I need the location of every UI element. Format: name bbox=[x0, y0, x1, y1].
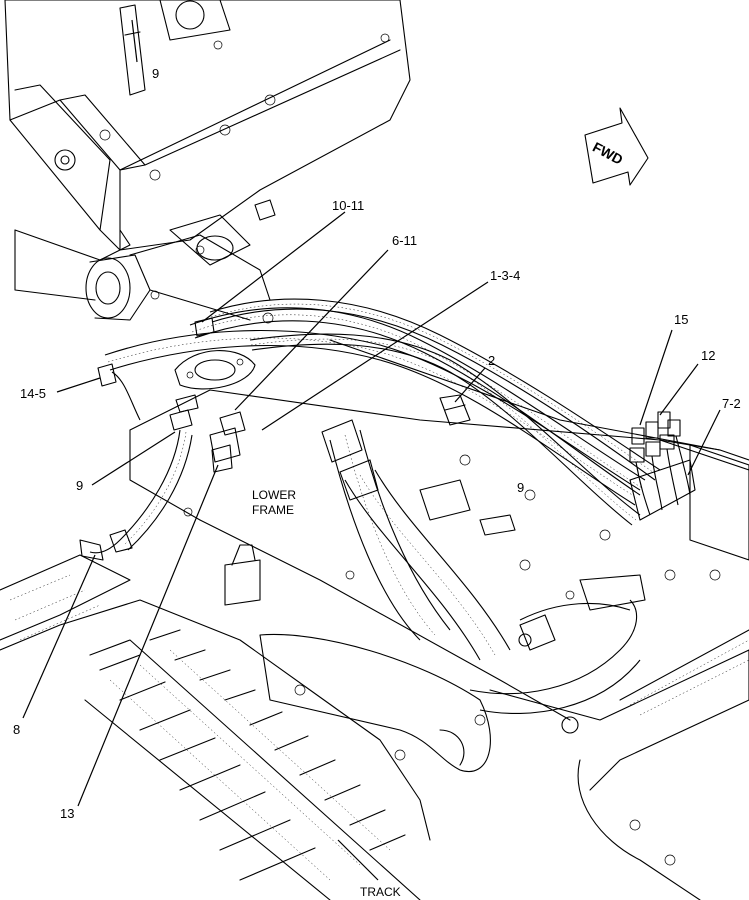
track-label: TRACK bbox=[360, 885, 401, 899]
leader-lines bbox=[22, 19, 721, 881]
callout-7-2: 7-2 bbox=[722, 396, 741, 411]
right-lower-structure bbox=[489, 629, 749, 900]
area-labels: LOWER FRAME TRACK bbox=[252, 488, 401, 899]
callout-9-top: 9 bbox=[152, 66, 159, 81]
valve-block bbox=[174, 317, 256, 473]
lower-frame-plate bbox=[129, 312, 749, 721]
callout-9-left: 9 bbox=[76, 478, 83, 493]
callout-1-3-4: 1-3-4 bbox=[490, 268, 520, 283]
track bbox=[0, 554, 431, 900]
callout-9-mid: 9 bbox=[517, 480, 524, 495]
hose-clamp bbox=[439, 394, 471, 426]
callout-6-11: 6-11 bbox=[392, 233, 417, 248]
callout-2: 2 bbox=[488, 353, 495, 368]
callout-13: 13 bbox=[60, 806, 74, 821]
forward-arrow-icon: FWD bbox=[584, 107, 649, 186]
callout-10-11: 10-11 bbox=[332, 198, 364, 213]
callout-8: 8 bbox=[13, 722, 20, 737]
callout-12: 12 bbox=[701, 348, 715, 363]
right-fittings bbox=[629, 411, 691, 516]
callout-15: 15 bbox=[674, 312, 688, 327]
left-hose-run bbox=[79, 363, 199, 561]
upper-frame-structure bbox=[4, 0, 411, 301]
lower-frame-label-line2: FRAME bbox=[252, 503, 294, 517]
lower-frame-label-line1: LOWER bbox=[252, 488, 296, 502]
large-hose-assembly bbox=[321, 419, 646, 715]
callout-14-5: 14-5 bbox=[20, 386, 46, 401]
roller-frame-arm bbox=[259, 633, 579, 773]
pivot-mount bbox=[85, 199, 276, 321]
hose-bundle bbox=[104, 298, 661, 526]
fwd-label: FWD bbox=[590, 139, 626, 168]
callout-labels: 9 10-11 6-11 1-3-4 15 12 2 7-2 14-5 9 9 … bbox=[13, 66, 741, 821]
